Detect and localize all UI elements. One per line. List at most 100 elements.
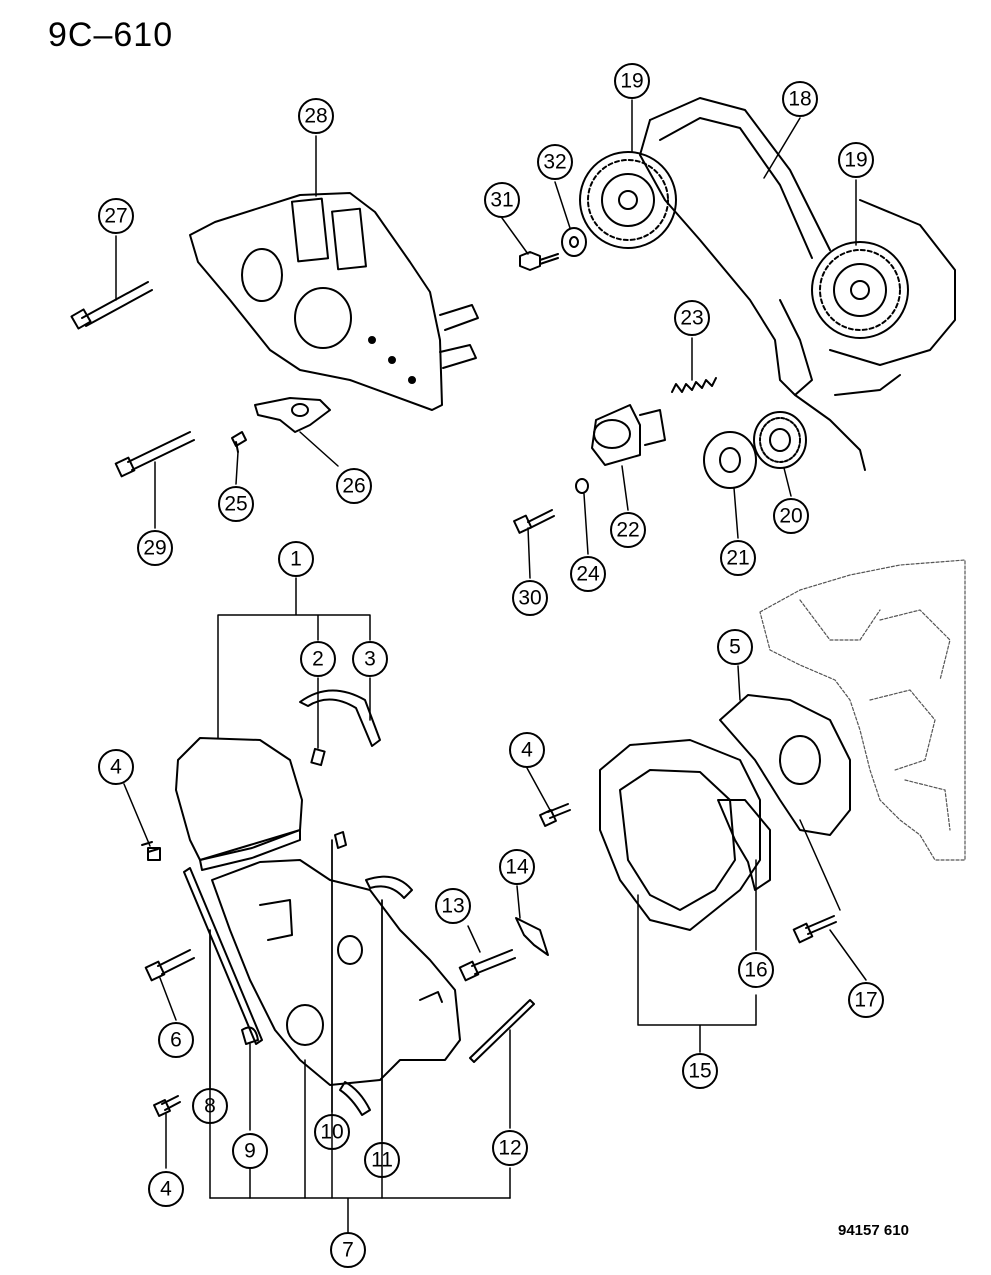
callout-20-label: 20: [779, 505, 802, 528]
callout-8: 8: [192, 1088, 228, 1124]
plug-9: [241, 1026, 259, 1045]
callout-27: 27: [98, 198, 134, 234]
callout-28: 28: [298, 98, 334, 134]
lower-front-cover: [211, 859, 461, 1086]
front-cover-15: [599, 739, 761, 931]
callout-2-label: 2: [312, 648, 324, 671]
callout-4-label: 4: [110, 756, 122, 779]
callout-4-label: 4: [160, 1178, 172, 1201]
bolt-31: [519, 251, 559, 271]
callout-10-label: 10: [320, 1121, 343, 1144]
bolt-29: [114, 431, 195, 478]
camshaft-sprocket-right: [811, 241, 909, 339]
crank-washer-21: [703, 431, 757, 489]
rear-timing-housing: [189, 192, 479, 411]
callout-7-label: 7: [342, 1239, 354, 1262]
callout-12-label: 12: [498, 1137, 521, 1160]
gasket-12: [469, 999, 535, 1063]
leader-lines: [115, 99, 867, 1233]
callout-29: 29: [137, 530, 173, 566]
bolt-25: [231, 431, 247, 453]
callout-17-label: 17: [854, 989, 877, 1012]
callout-30-label: 30: [518, 587, 541, 610]
bolt-4-lower: [153, 1095, 181, 1117]
callout-22: 22: [610, 512, 646, 548]
callout-4-label: 4: [521, 739, 533, 762]
bolt-30: [513, 509, 555, 534]
callout-12: 12: [492, 1130, 528, 1166]
bolt-17: [792, 915, 837, 944]
callout-16: 16: [738, 952, 774, 988]
callout-5-label: 5: [729, 636, 741, 659]
callout-17: 17: [848, 982, 884, 1018]
clip-14: [515, 917, 549, 956]
tensioner-22: [591, 404, 666, 466]
seal-11: [365, 875, 413, 899]
crankshaft-sprocket: [753, 411, 807, 469]
bolt-13: [458, 949, 516, 982]
callout-2: 2: [300, 641, 336, 677]
callout-9: 9: [232, 1133, 268, 1169]
callout-27-label: 27: [104, 205, 127, 228]
callout-14-label: 14: [505, 856, 529, 879]
callout-31: 31: [484, 182, 520, 218]
callout-32: 32: [537, 144, 573, 180]
callout-13-label: 13: [441, 895, 464, 918]
callout-19-right: 19: [838, 142, 874, 178]
callout-28-label: 28: [304, 105, 327, 128]
callout-20: 20: [773, 498, 809, 534]
rear-cover-plate-5: [719, 694, 851, 836]
bolt-27: [70, 281, 153, 330]
callout-24: 24: [570, 556, 606, 592]
callout-21: 21: [720, 540, 756, 576]
gasket-8: [183, 867, 263, 1045]
callout-9-label: 9: [244, 1140, 256, 1163]
callout-23-label: 23: [680, 307, 703, 330]
seal-16: [717, 799, 771, 891]
callout-26: 26: [336, 468, 372, 504]
callout-24-label: 24: [576, 563, 600, 586]
callout-23: 23: [674, 300, 710, 336]
callout-4-upper-left: 4: [98, 749, 134, 785]
callout-19-left: 19: [614, 63, 650, 99]
callout-5: 5: [717, 629, 753, 665]
callout-19-label: 19: [620, 70, 643, 93]
callout-25: 25: [218, 486, 254, 522]
document-id: 94157 610: [838, 1222, 909, 1239]
callout-14: 14: [499, 849, 535, 885]
callout-32-label: 32: [543, 151, 566, 174]
bolt-6: [144, 949, 195, 982]
callout-26-label: 26: [342, 475, 365, 498]
timing-belt: [639, 97, 956, 471]
callout-29-label: 29: [143, 537, 166, 560]
engine-block-outline: [759, 559, 966, 861]
seal-2: [310, 747, 326, 767]
page-code: 9C–610: [48, 16, 174, 54]
callout-4-right: 4: [509, 732, 545, 768]
callout-11: 11: [364, 1142, 400, 1178]
camshaft-sprocket-left: [579, 151, 677, 249]
bracket-26: [254, 397, 331, 433]
washer-24: [575, 478, 589, 494]
callout-31-label: 31: [490, 189, 513, 212]
seal-10: [334, 831, 371, 1116]
washer-32: [561, 227, 587, 257]
spring-23: [671, 377, 717, 393]
callout-6-label: 6: [170, 1029, 182, 1052]
callout-13: 13: [435, 888, 471, 924]
callout-30: 30: [512, 580, 548, 616]
callout-1-label: 1: [290, 548, 302, 571]
callout-3-label: 3: [364, 648, 376, 671]
callout-18: 18: [782, 81, 818, 117]
callout-11-label: 11: [371, 1149, 393, 1172]
callout-10: 10: [314, 1114, 350, 1150]
callout-21-label: 21: [726, 547, 749, 570]
callout-16-label: 16: [744, 959, 767, 982]
callout-6: 6: [158, 1022, 194, 1058]
callout-15: 15: [682, 1053, 718, 1089]
callout-8-label: 8: [204, 1095, 216, 1118]
callout-7: 7: [330, 1232, 366, 1268]
callout-19-label: 19: [844, 149, 867, 172]
bolt-4-upper: [141, 841, 161, 861]
